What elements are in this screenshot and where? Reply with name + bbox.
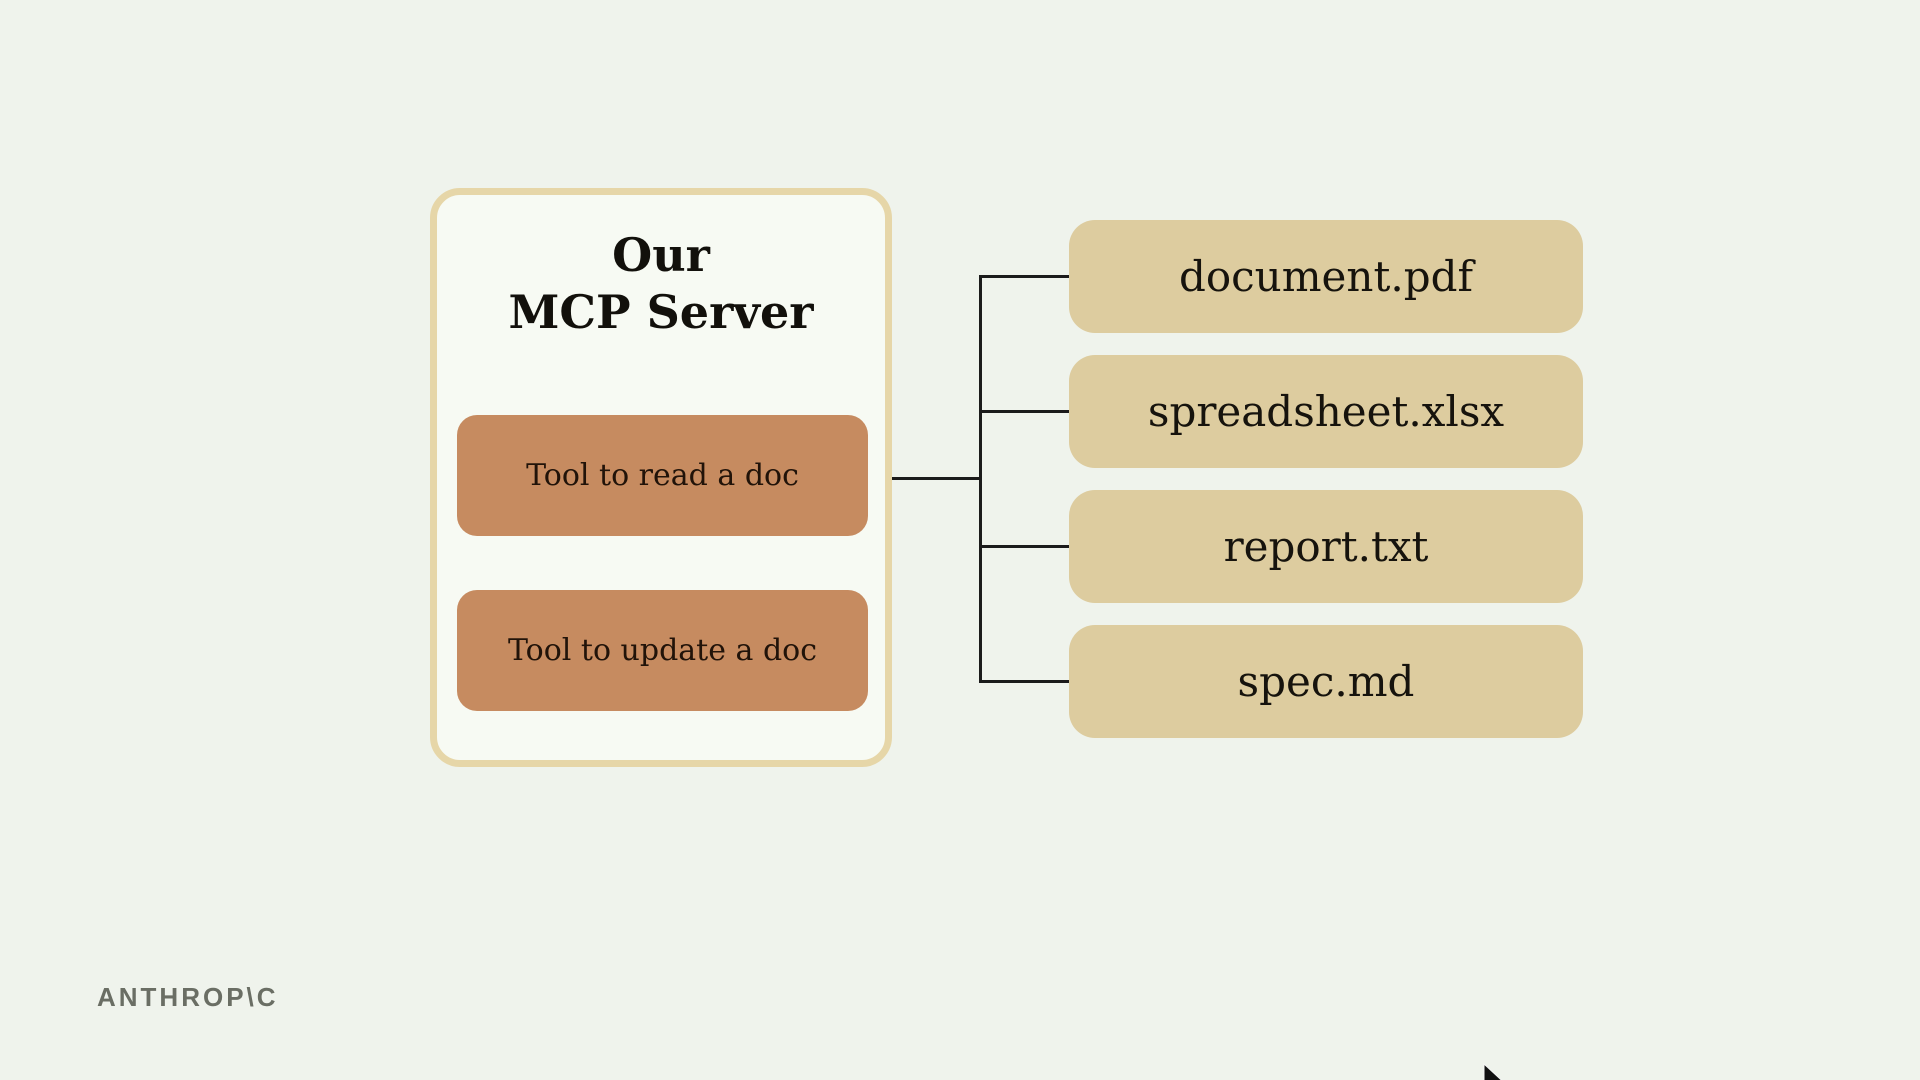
server-title-line-2: MCP Server <box>508 285 814 339</box>
connector-branch-document-pdf <box>979 275 1069 278</box>
file-node-spreadsheet-xlsx-label: spreadsheet.xlsx <box>1147 387 1505 436</box>
connector-branch-report-txt <box>979 545 1069 548</box>
connector-trunk <box>979 275 982 683</box>
file-node-document-pdf-label: document.pdf <box>1178 252 1474 301</box>
tool-node-update-doc-label: Tool to update a doc <box>507 633 818 668</box>
tool-node-read-doc: Tool to read a doc <box>457 415 868 536</box>
file-node-document-pdf: document.pdf <box>1069 220 1583 333</box>
server-title-line-1: Our <box>612 228 710 282</box>
anthropic-logo: ANTHROP\C <box>97 982 279 1012</box>
file-node-spreadsheet-xlsx: spreadsheet.xlsx <box>1069 355 1583 468</box>
server-title: Our MCP Server <box>437 227 885 341</box>
connector-branch-spec-md <box>979 680 1069 683</box>
file-node-spec-md: spec.md <box>1069 625 1583 738</box>
tool-node-read-doc-label: Tool to read a doc <box>526 458 799 493</box>
tool-node-update-doc: Tool to update a doc <box>457 590 868 711</box>
file-node-report-txt-label: report.txt <box>1223 522 1429 571</box>
file-node-spec-md-label: spec.md <box>1237 657 1415 706</box>
connector-branch-spreadsheet <box>979 410 1069 413</box>
file-node-report-txt: report.txt <box>1069 490 1583 603</box>
mouse-cursor-icon <box>1483 1063 1503 1080</box>
connector-server-stub <box>892 477 980 480</box>
